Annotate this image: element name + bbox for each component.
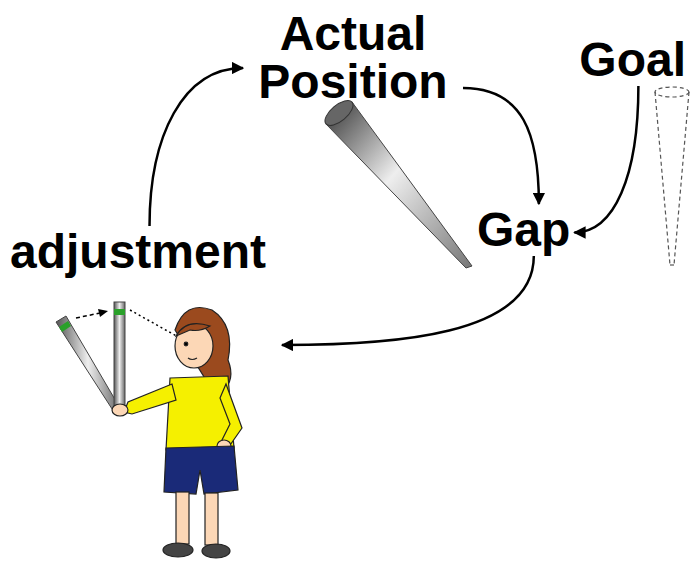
feedback-arrow <box>150 68 243 226</box>
girl-figure <box>112 308 242 559</box>
gap-label: Gap <box>473 204 574 256</box>
adjustment-label: adjustment <box>6 226 282 566</box>
feedback-arrow <box>463 88 539 204</box>
feedback-arrow <box>282 256 534 345</box>
node-text: adjustment <box>10 228 278 276</box>
node-text: Goal <box>579 36 686 84</box>
goal-label: Goal <box>575 34 690 86</box>
goal-cone <box>655 87 689 265</box>
feedback-arrow <box>574 86 638 233</box>
position-label: Actual Position <box>243 8 463 108</box>
node-text: Actual Position <box>247 10 459 106</box>
tilted-cone <box>321 96 472 268</box>
node-text: Gap <box>477 206 570 254</box>
